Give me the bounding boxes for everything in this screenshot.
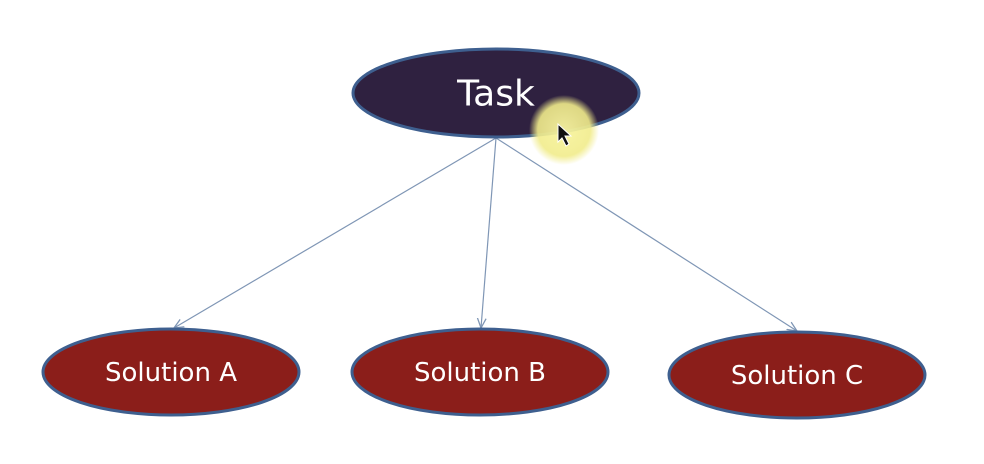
- node-solution-a-label: Solution A: [105, 358, 237, 388]
- cursor-overlay: [529, 95, 599, 165]
- node-solution-b-label: Solution B: [414, 358, 546, 388]
- node-task-label: Task: [456, 74, 535, 115]
- edge-task-to-solution-a: [174, 137, 497, 328]
- node-solution-c-label: Solution C: [731, 361, 863, 391]
- node-solution-b[interactable]: Solution B: [350, 327, 610, 417]
- edge-task-to-solution-c: [495, 137, 797, 331]
- edge-task-to-solution-b: [481, 137, 497, 328]
- node-solution-a-shape[interactable]: [41, 327, 301, 417]
- edges: [174, 137, 797, 331]
- node-solution-a[interactable]: Solution A: [41, 327, 301, 417]
- node-solution-b-shape[interactable]: [350, 327, 610, 417]
- node-solution-c[interactable]: Solution C: [667, 330, 927, 420]
- mouse-pointer-icon: [557, 122, 573, 147]
- node-solution-c-shape[interactable]: [667, 330, 927, 420]
